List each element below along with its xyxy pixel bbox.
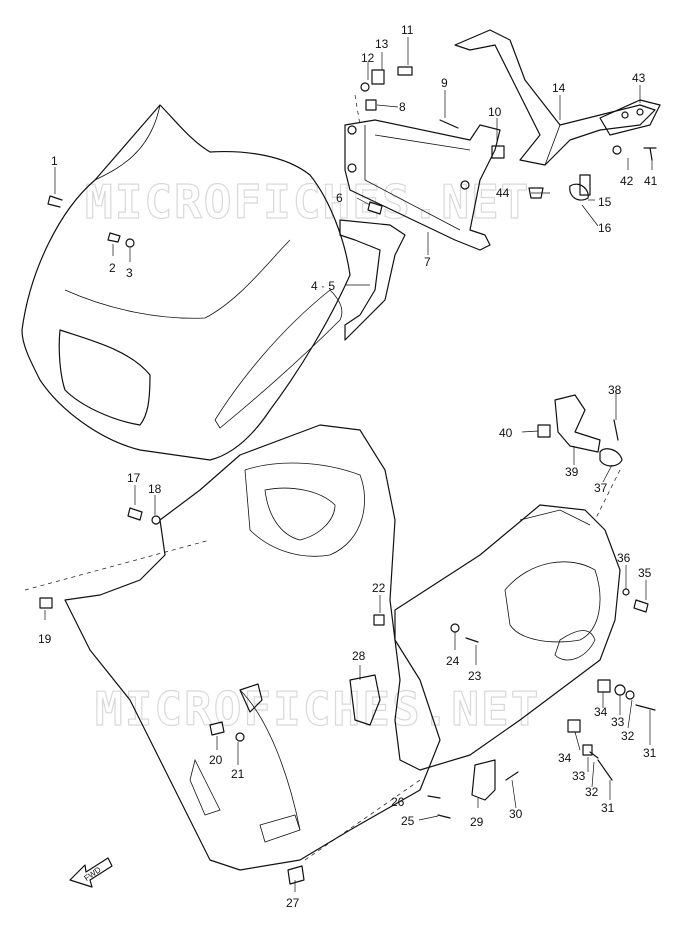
watermark-top: MICROFICHES.NET <box>85 175 530 229</box>
callout-2: 2 <box>109 261 116 275</box>
callout-18: 18 <box>148 482 162 496</box>
cowling-mount-bracket <box>339 219 406 341</box>
screen-screw <box>47 167 63 208</box>
callout-29: 29 <box>470 815 484 829</box>
washer <box>125 238 135 262</box>
callout-19: 19 <box>38 632 52 646</box>
callout-32a: 32 <box>621 729 635 743</box>
callout-43: 43 <box>632 71 646 85</box>
callout-26: 26 <box>391 795 405 809</box>
callout-34a: 34 <box>594 705 608 719</box>
callout-35: 35 <box>638 566 652 580</box>
callout-34b: 34 <box>558 751 572 765</box>
headlight-lens <box>58 329 151 426</box>
well-nut <box>107 232 121 256</box>
callout-33b: 33 <box>572 769 586 783</box>
callout-33a: 33 <box>611 715 625 729</box>
stay-bar <box>537 394 623 467</box>
callout-11: 11 <box>401 23 414 37</box>
callout-25: 25 <box>401 814 415 828</box>
fwd-arrow: FWD <box>69 857 113 888</box>
callout-44: 44 <box>496 186 510 200</box>
callout-6: 6 <box>336 191 343 205</box>
callout-labels: 1 2 3 4 · 5 6 7 8 9 10 11 12 13 14 15 16… <box>38 23 658 910</box>
callout-22: 22 <box>372 581 386 595</box>
callout-37: 37 <box>594 481 608 495</box>
upper-cowling <box>21 104 351 461</box>
callout-17: 17 <box>127 471 141 485</box>
callout-32b: 32 <box>585 785 599 799</box>
callout-21: 21 <box>231 767 245 781</box>
cowling-brace <box>344 119 501 251</box>
callout-14: 14 <box>552 81 566 95</box>
side-cowling-left <box>64 424 441 871</box>
inner-brackets <box>239 674 496 801</box>
callout-24: 24 <box>446 654 460 668</box>
callout-7: 7 <box>424 255 431 269</box>
leader-lines <box>44 37 653 892</box>
callout-23: 23 <box>468 669 482 683</box>
callout-4-5: 4 · 5 <box>311 279 335 293</box>
callout-31b: 31 <box>601 801 615 815</box>
callout-27: 27 <box>286 896 300 910</box>
callout-15: 15 <box>598 195 612 209</box>
callout-28: 28 <box>352 649 366 663</box>
callout-13: 13 <box>375 37 389 51</box>
callout-20: 20 <box>209 753 223 767</box>
cowling-stay <box>454 29 656 166</box>
callout-31a: 31 <box>643 746 657 760</box>
callout-9: 9 <box>441 76 448 90</box>
callout-30: 30 <box>509 807 523 821</box>
callout-36: 36 <box>617 551 631 565</box>
callout-10: 10 <box>488 105 502 119</box>
callout-16: 16 <box>598 221 612 235</box>
callout-41: 41 <box>644 174 658 188</box>
left-fasteners <box>39 507 519 885</box>
callout-3: 3 <box>126 266 133 280</box>
callout-40: 40 <box>499 426 513 440</box>
callout-42: 42 <box>620 174 634 188</box>
bracket-right <box>599 99 661 136</box>
watermark-bottom: MICROFICHES.NET <box>95 682 540 736</box>
callout-1: 1 <box>51 154 58 168</box>
callout-38: 38 <box>608 383 622 397</box>
callout-39: 39 <box>565 465 579 479</box>
callout-8: 8 <box>399 100 406 114</box>
right-fasteners <box>567 588 656 781</box>
side-cowling-right <box>394 504 621 771</box>
callout-12: 12 <box>361 51 375 65</box>
